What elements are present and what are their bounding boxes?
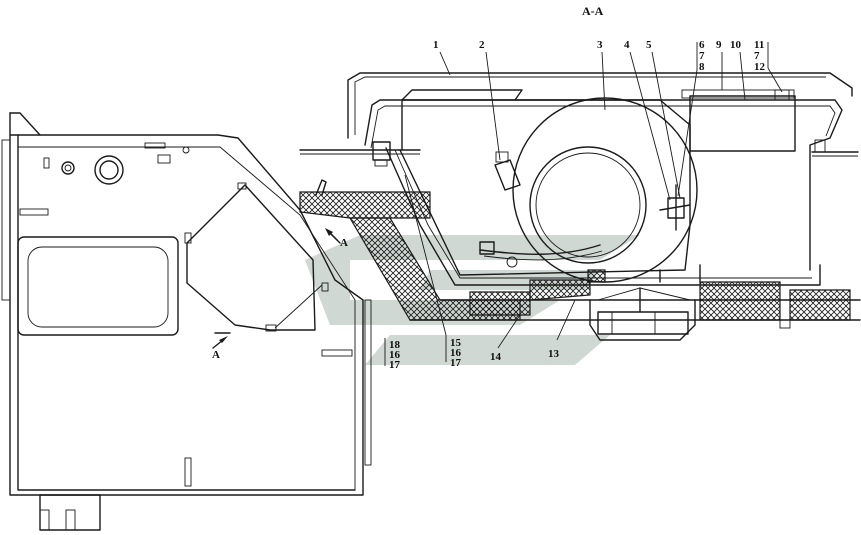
section-view bbox=[299, 72, 861, 341]
callout-9: 9 bbox=[716, 39, 722, 51]
leader-lines bbox=[384, 42, 783, 366]
callout-5: 5 bbox=[646, 39, 652, 51]
callout-1: 1 bbox=[433, 39, 439, 51]
callout-11: 11 bbox=[754, 39, 764, 51]
callout-14: 14 bbox=[490, 351, 502, 363]
callout-13: 13 bbox=[548, 348, 560, 360]
callout-7a: 7 bbox=[699, 50, 705, 62]
callout-7b: 7 bbox=[754, 50, 760, 62]
callout-18: 18 bbox=[389, 339, 401, 351]
callout-10: 10 bbox=[730, 39, 742, 51]
callout-17b: 17 bbox=[389, 359, 401, 371]
front-view bbox=[1, 112, 372, 531]
callout-3: 3 bbox=[597, 39, 603, 51]
section-mark-right: A bbox=[340, 237, 348, 249]
callout-6: 6 bbox=[699, 39, 705, 51]
callout-8: 8 bbox=[699, 61, 705, 73]
callout-12: 12 bbox=[754, 61, 766, 73]
callout-2: 2 bbox=[479, 39, 485, 51]
labels: A-A 1 2 3 4 5 6 7 8 9 10 11 7 12 13 14 1… bbox=[212, 4, 766, 371]
callout-15: 15 bbox=[450, 337, 462, 349]
callout-16a: 16 bbox=[450, 347, 462, 359]
callout-17a: 17 bbox=[450, 357, 462, 369]
section-mark-left: A bbox=[212, 349, 220, 361]
callout-16b: 16 bbox=[389, 349, 401, 361]
section-title: A-A bbox=[582, 4, 604, 18]
callout-4: 4 bbox=[624, 39, 630, 51]
